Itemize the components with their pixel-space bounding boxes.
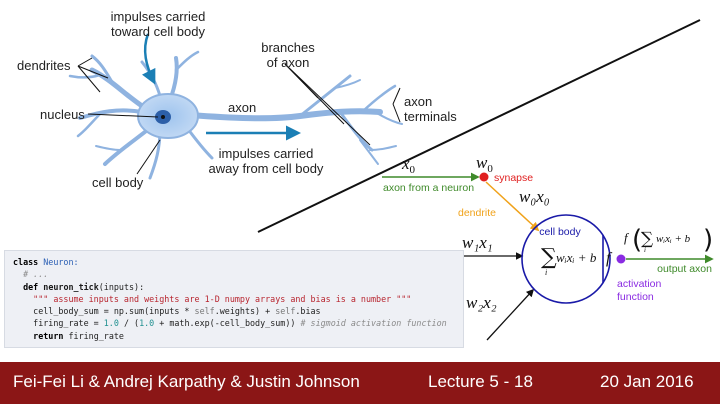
math-model: x0 axon from a neuron w0 synapse w₀x₀ de… [382, 153, 714, 341]
w0x0-label: w₀x₀ [519, 187, 550, 206]
sum-symbol: ∑ [541, 245, 557, 270]
neuron-diagram: impulses carried toward cell body dendri… [17, 9, 714, 341]
label-axon-terminals-2: terminals [404, 109, 457, 124]
output-axon-label: output axon [657, 263, 712, 275]
footer-bar: Fei-Fei Li & Andrej Karpathy & Justin Jo… [0, 362, 720, 404]
svg-text:wᵢxᵢ + b: wᵢxᵢ + b [656, 233, 691, 245]
label-impulses-toward-2: toward cell body [111, 24, 205, 39]
code-snippet: class Neuron: # ... def neuron_tick(inpu… [4, 250, 464, 348]
cell-body-label: cell body [539, 226, 581, 238]
label-branches-1: branches [261, 40, 315, 55]
nucleus-dot [161, 115, 165, 119]
sum-expression: wᵢxᵢ + b [556, 250, 597, 265]
svg-text:f: f [624, 230, 630, 245]
svg-text:i: i [644, 246, 646, 254]
svg-text:): ) [703, 225, 713, 255]
impulses-toward-arrow [141, 33, 156, 85]
axon-from-neuron-label: axon from a neuron [383, 182, 474, 194]
cell-body-circle [521, 214, 611, 304]
w2x2-label: w₂x₂ [466, 293, 497, 312]
label-impulses-toward-1: impulses carried [111, 9, 206, 24]
footer-date: 20 Jan 2016 [600, 372, 694, 391]
label-impulses-away-1: impulses carried [219, 146, 314, 161]
x0-label: x0 [401, 154, 416, 176]
dendrite-label: dendrite [458, 207, 496, 219]
synapse-dot [479, 172, 489, 182]
pointer-lines [77, 57, 401, 175]
svg-text:∑: ∑ [641, 229, 653, 249]
label-impulses-away-2: away from cell body [209, 161, 324, 176]
label-nucleus: nucleus [40, 107, 85, 122]
diagonal-separator [257, 19, 701, 233]
activation-dot [616, 254, 626, 264]
w0-label: w0 [476, 153, 493, 175]
label-axon-terminals-1: axon [404, 94, 432, 109]
w1x1-label: w₁x₁ [462, 233, 493, 252]
activation-label-2: function [617, 291, 654, 303]
label-dendrites: dendrites [17, 58, 71, 73]
label-axon: axon [228, 100, 256, 115]
synapse-label: synapse [494, 172, 533, 184]
f-label: f [606, 250, 613, 267]
svg-text:(: ( [632, 225, 642, 255]
w2x2-input-line [486, 288, 535, 341]
sum-index: i [545, 268, 547, 277]
activation-label-1: activation [617, 278, 662, 290]
footer-lecture: Lecture 5 - 18 [428, 372, 533, 391]
dendrite-line [485, 181, 540, 232]
label-branches-2: of axon [267, 55, 310, 70]
activation-formula: f ( ∑ i wᵢxᵢ + b ) [624, 225, 713, 255]
footer-authors: Fei-Fei Li & Andrej Karpathy & Justin Jo… [13, 372, 360, 391]
label-cell-body: cell body [92, 175, 144, 190]
